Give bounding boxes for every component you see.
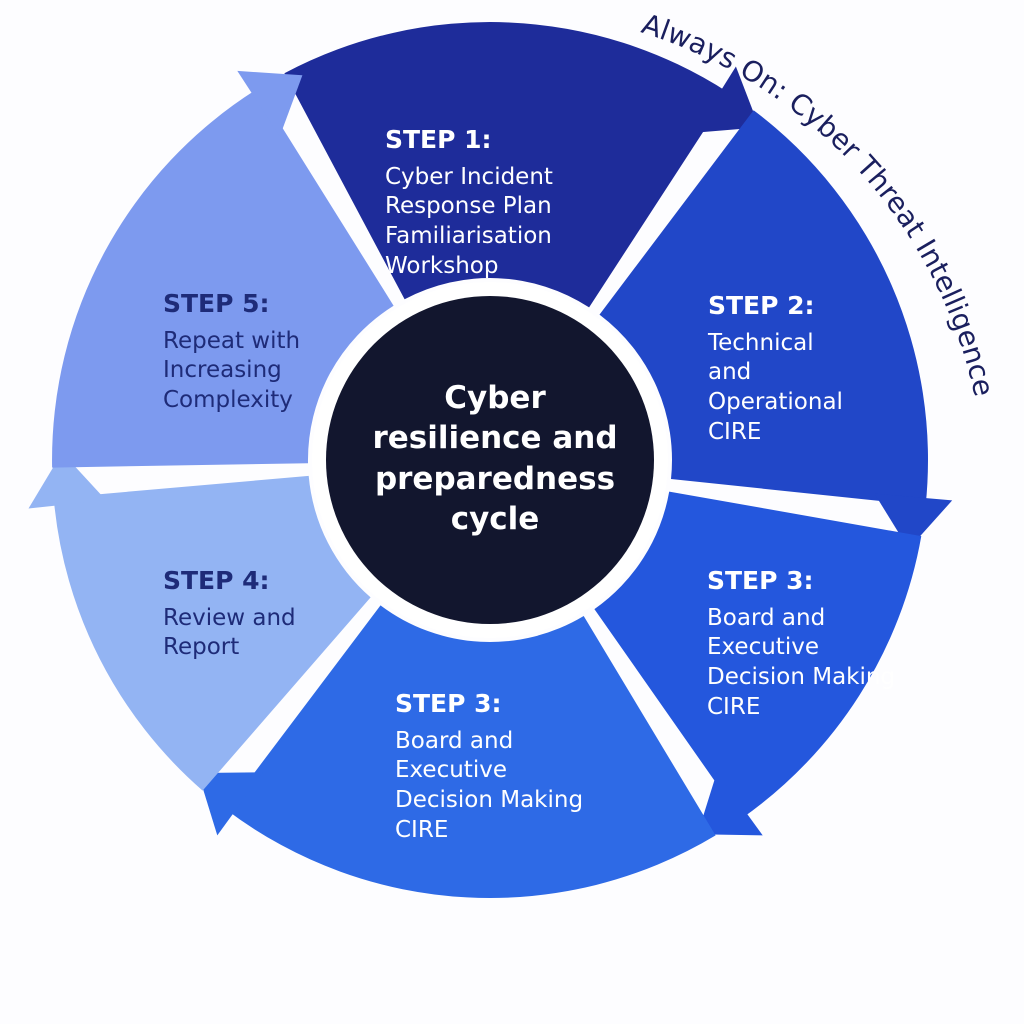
center-circle <box>326 296 654 624</box>
step-5-text: Repeat with Increasing Complexity <box>163 327 301 414</box>
step-3-bottom-label: STEP 3: Board and Executive Decision Mak… <box>395 688 583 846</box>
step-3-right-heading: STEP 3: <box>707 566 814 595</box>
step-5-label: STEP 5: Repeat with Increasing Complexit… <box>163 288 300 416</box>
step-1-label: STEP 1: Cyber Incident Response Plan Fam… <box>385 124 553 282</box>
step-3-bottom-segment <box>226 605 716 898</box>
step-2-text: Technical and Operational CIRE <box>708 329 843 446</box>
step-3-right-arrow-tip <box>697 772 763 836</box>
step-3-right-text: Board and Executive Decision Making CIRE <box>707 604 896 721</box>
step-5-arrow-tip <box>237 70 303 137</box>
step-3-bottom-text: Board and Executive Decision Making CIRE <box>395 727 584 844</box>
step-5-heading: STEP 5: <box>163 289 270 318</box>
step-3-bottom-heading: STEP 3: <box>395 689 502 718</box>
step-1-text: Cyber Incident Response Plan Familiarisa… <box>385 163 553 280</box>
step-2-label: STEP 2: Technical and Operational CIRE <box>708 290 843 448</box>
step-1-arrow-tip <box>694 66 760 133</box>
step-5-segment <box>52 88 394 468</box>
step-4-heading: STEP 4: <box>163 566 270 595</box>
step-4-segment <box>53 475 371 791</box>
step-3-bottom-arrow-tip <box>198 772 264 836</box>
step-1-segment <box>284 22 729 308</box>
step-2-arrow-tip <box>874 493 953 549</box>
step-4-arrow-tip <box>28 452 107 509</box>
step-3-right-label: STEP 3: Board and Executive Decision Mak… <box>707 565 895 723</box>
step-4-text: Review and Report <box>163 604 296 661</box>
step-2-heading: STEP 2: <box>708 291 815 320</box>
center-title: Cyber resilience and preparedness cycle <box>372 380 618 537</box>
step-1-heading: STEP 1: <box>385 125 492 154</box>
step-3-right-segment <box>594 491 922 819</box>
step-4-label: STEP 4: Review and Report <box>163 565 296 663</box>
step-2-segment <box>599 110 929 506</box>
